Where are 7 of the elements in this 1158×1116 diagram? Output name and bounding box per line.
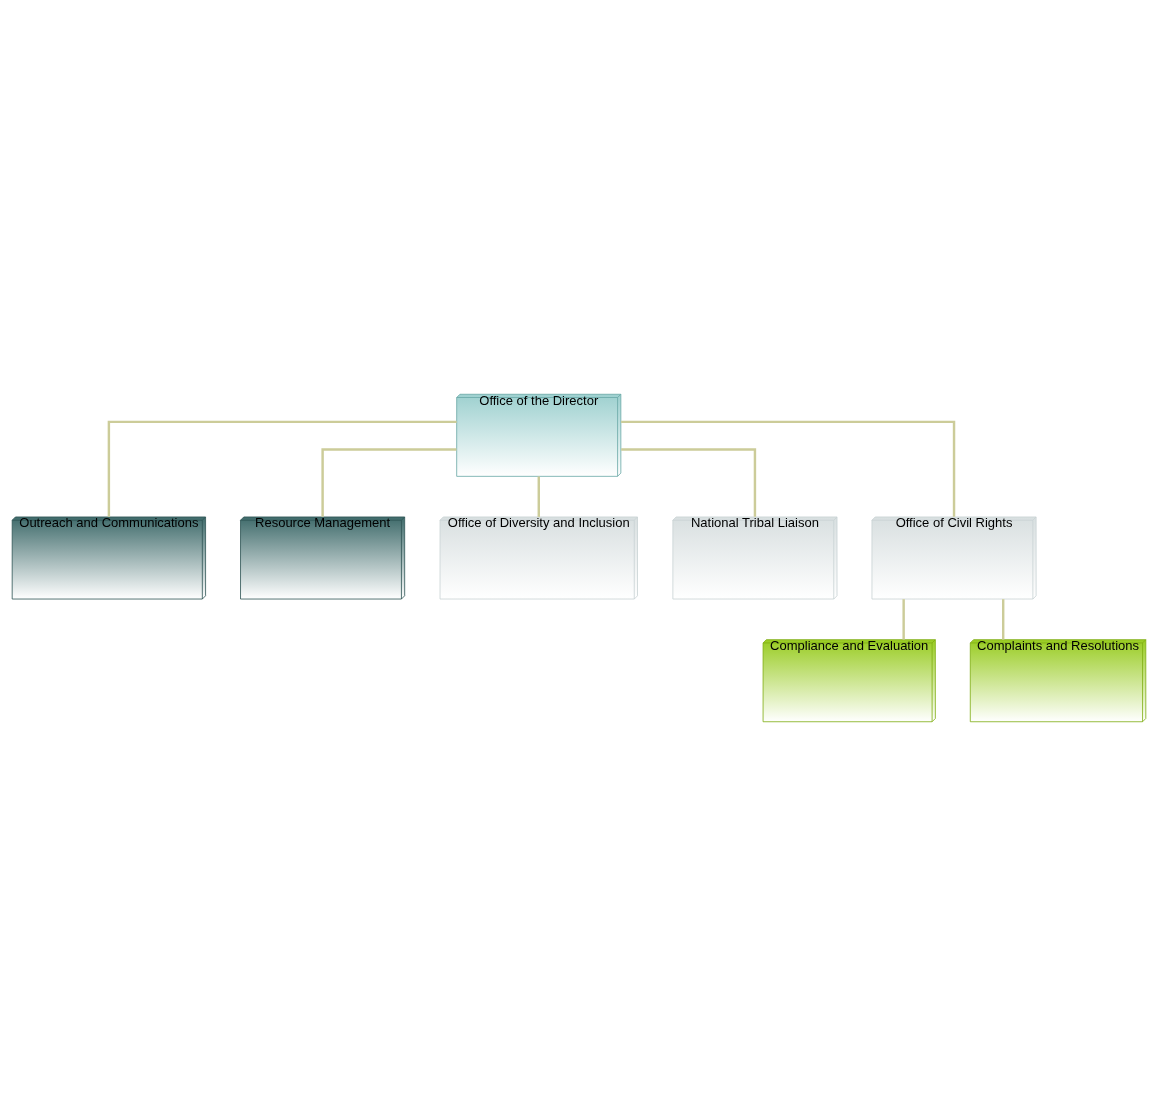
connector xyxy=(621,448,757,517)
connector xyxy=(621,420,956,517)
connector xyxy=(902,599,905,640)
connector xyxy=(321,448,457,517)
connector xyxy=(107,420,457,517)
connector xyxy=(537,476,540,517)
connector xyxy=(1002,599,1005,640)
